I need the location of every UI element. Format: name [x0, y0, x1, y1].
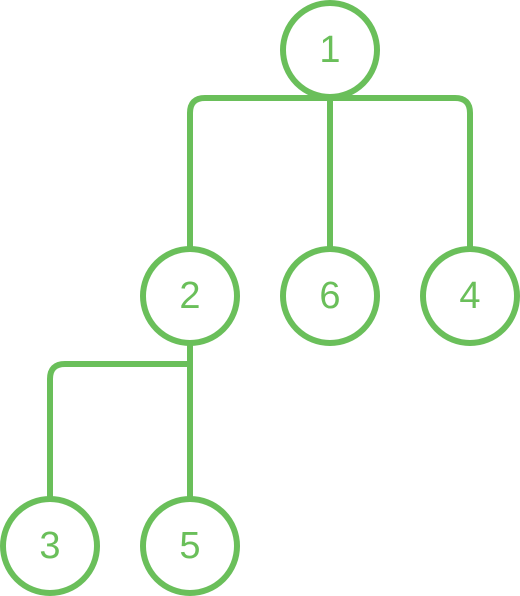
node-label-6: 6: [319, 275, 340, 317]
tree-node-3: 3: [0, 496, 100, 596]
tree-node-4: 4: [420, 246, 520, 346]
edge-1-to-2: [187, 95, 333, 251]
node-label-4: 4: [459, 275, 480, 317]
tree-node-5: 5: [140, 496, 240, 596]
node-label-3: 3: [39, 525, 60, 567]
tree-edges: [47, 95, 473, 503]
edge-1-to-4: [327, 95, 473, 251]
tree-node-1: 1: [280, 0, 380, 100]
tree-node-2: 2: [140, 246, 240, 346]
node-label-5: 5: [179, 525, 200, 567]
node-label-2: 2: [179, 275, 200, 317]
edge-2-to-3: [47, 341, 193, 503]
node-label-1: 1: [319, 29, 340, 71]
tree-node-6: 6: [280, 246, 380, 346]
